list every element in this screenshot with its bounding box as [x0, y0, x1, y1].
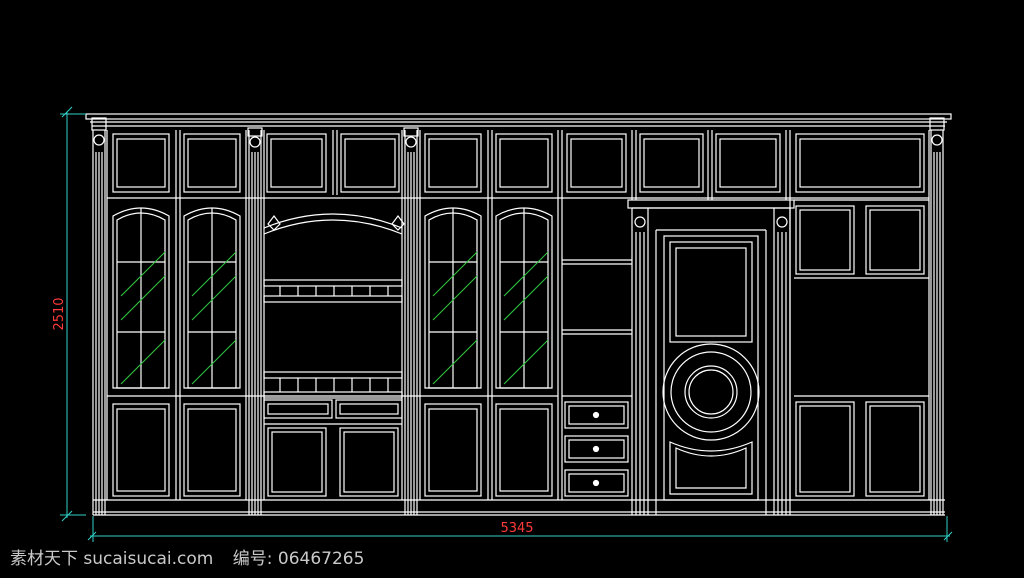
open-shelves — [562, 259, 632, 397]
watermark-site: 素材天下 sucaisucai.com — [10, 549, 214, 569]
pilaster-middle-1 — [247, 127, 263, 515]
glass-hatching — [120, 251, 549, 385]
glass-door-3 — [424, 207, 482, 389]
drawer-stack — [564, 401, 629, 497]
open-niche — [263, 213, 405, 399]
glass-door-2 — [183, 207, 241, 389]
watermark-id: 编号: 06467265 — [232, 549, 365, 569]
glass-door-1 — [112, 207, 170, 389]
entry-door — [662, 235, 760, 501]
pilaster-left — [91, 117, 107, 515]
width-dimension-label: 5345 — [500, 521, 533, 536]
width-dimension — [87, 516, 953, 542]
height-dimension — [60, 106, 86, 522]
watermark: 素材天下 sucaisucai.com 编号: 06467265 — [10, 544, 378, 569]
lower-panels — [112, 403, 553, 497]
door-surround — [627, 199, 795, 515]
crown-molding — [85, 113, 952, 127]
pilaster-middle-2 — [403, 127, 419, 515]
height-dimension-label: 2510 — [52, 297, 67, 330]
right-section — [794, 199, 929, 497]
glass-door-4 — [495, 207, 553, 389]
pilaster-right — [929, 117, 945, 515]
upper-panels — [112, 133, 925, 193]
base-plinth — [93, 499, 945, 516]
niche-drawers — [263, 399, 403, 497]
column-stiles — [106, 130, 930, 500]
